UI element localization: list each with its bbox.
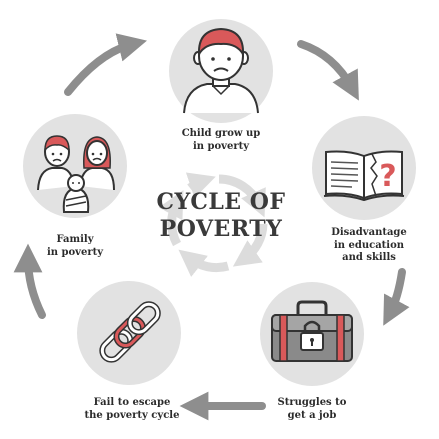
title-line-2: POVERTY xyxy=(159,216,283,242)
stage-book-icon: ? xyxy=(312,116,416,220)
stage-label-child: Child grow up in poverty xyxy=(181,128,261,152)
stage-label-family: Family in poverty xyxy=(46,234,104,258)
title-line-1: CYCLE OF xyxy=(156,189,286,215)
stage-label-escape: Fail to escape the poverty cycle xyxy=(84,397,180,421)
center-cycle-arrows xyxy=(158,172,268,277)
stage-chain-icon xyxy=(77,281,181,385)
stage-child-icon xyxy=(169,19,273,123)
stage-label-education: Disadvantage in education and skills xyxy=(331,227,407,263)
stage-label-job: Struggles to get a job xyxy=(277,397,347,421)
arrow-education-to-job xyxy=(383,268,410,326)
diagram-title: CYCLE OF POVERTY xyxy=(146,189,296,243)
question-mark-icon: ? xyxy=(379,159,396,194)
stage-family-icon xyxy=(23,114,127,218)
arrow-child-to-education xyxy=(297,40,359,101)
arrow-chain-to-family xyxy=(13,243,46,319)
stage-briefcase-icon xyxy=(260,282,364,386)
arrow-family-to-child xyxy=(64,33,147,96)
cycle-arrows xyxy=(13,33,410,421)
